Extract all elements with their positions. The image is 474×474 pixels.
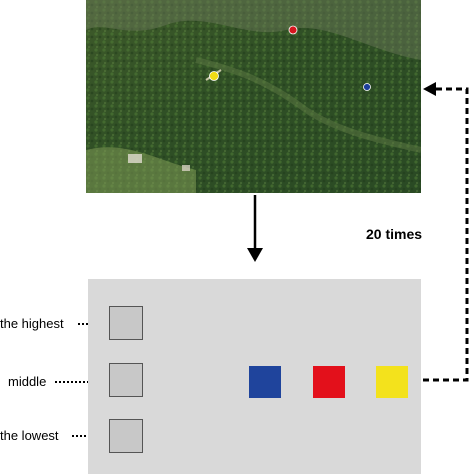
photo-markers [209, 25, 371, 91]
ranking-panel [88, 279, 421, 474]
aerial-photo [86, 0, 421, 193]
repeat-count-label: 20 times [366, 226, 423, 242]
slot-highest[interactable] [109, 306, 143, 340]
slot-middle[interactable] [109, 363, 143, 397]
loop-back-arrowhead [423, 82, 436, 96]
red-swatch[interactable] [313, 366, 345, 398]
label-middle: middle [8, 374, 47, 389]
red-marker [288, 25, 298, 35]
loop-back-arrow [423, 87, 469, 382]
label-lowest: the lowest [0, 428, 59, 443]
slot-lowest[interactable] [109, 419, 143, 453]
yellow-marker [209, 71, 219, 81]
down-arrowhead [247, 248, 263, 262]
blue-marker [363, 83, 371, 91]
blue-swatch[interactable] [249, 366, 281, 398]
yellow-swatch[interactable] [376, 366, 408, 398]
aerial-photo-svg [86, 0, 421, 193]
label-highest: the highest [0, 316, 64, 331]
